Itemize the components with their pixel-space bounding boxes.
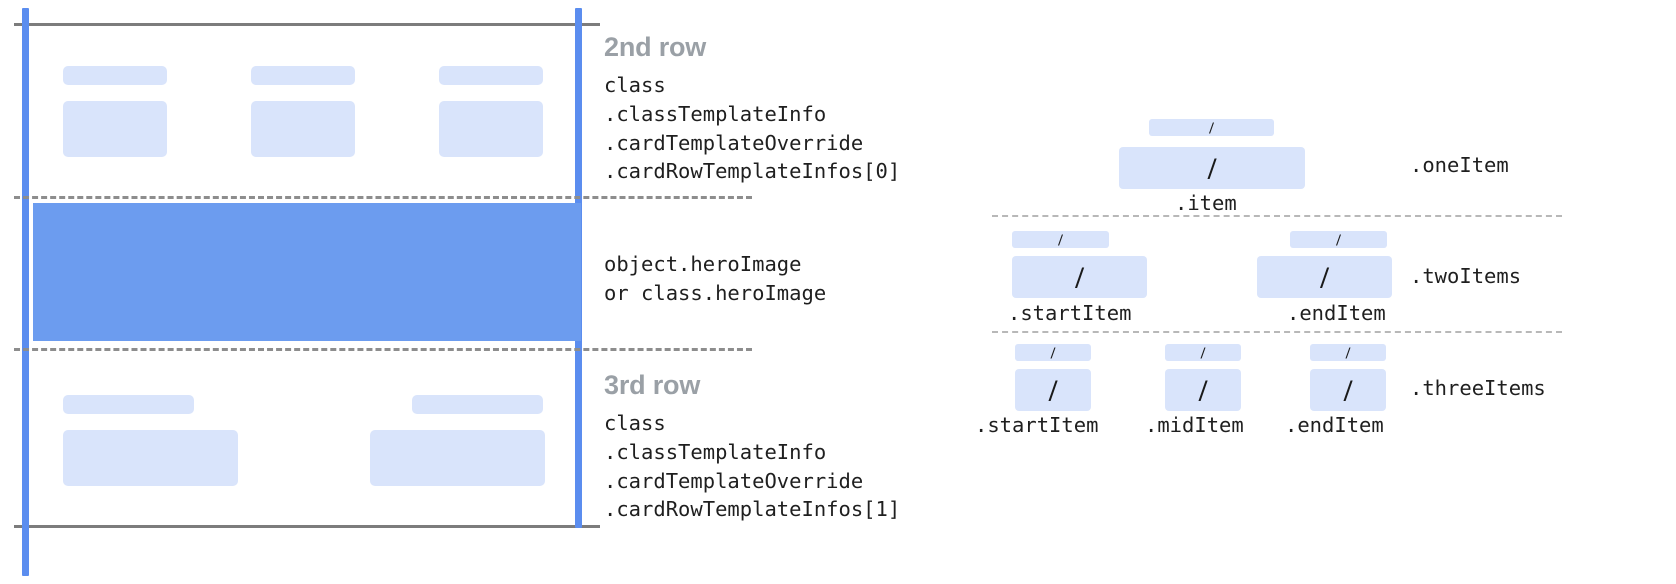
two-items-start-caption: .startItem: [1008, 301, 1132, 325]
three-items-end-box: /: [1310, 369, 1386, 411]
slash-glyph: /: [1198, 372, 1208, 408]
three-items-group-label: .threeItems: [1410, 376, 1546, 400]
code-line: .classTemplateInfo: [604, 101, 827, 126]
slash-glyph: /: [1209, 118, 1214, 137]
third-row-label-2: [412, 395, 543, 414]
three-items-mid-box: /: [1165, 369, 1241, 411]
two-items-end-label-chip: /: [1290, 231, 1387, 248]
card-template-frame: [0, 0, 752, 584]
second-row-label-1: [63, 66, 167, 85]
two-items-group-label: .twoItems: [1410, 264, 1522, 288]
second-row-box-1: [63, 101, 167, 157]
slash-glyph: /: [1058, 230, 1063, 249]
code-line: class: [604, 411, 666, 435]
third-row-code: class .classTemplateInfo .cardTemplateOver…: [604, 409, 900, 524]
code-line: .classTemplateInfo: [604, 439, 827, 464]
slash-glyph: /: [1050, 343, 1056, 362]
two-items-end-caption: .endItem: [1287, 301, 1386, 325]
third-row-box-1: [63, 430, 238, 486]
slash-glyph: /: [1207, 150, 1217, 186]
code-line: class: [604, 73, 666, 97]
code-line: .cardRowTemplateInfos[1]: [604, 497, 901, 522]
third-row-label-1: [63, 395, 194, 414]
second-row-code: class .classTemplateInfo .cardTemplateOver…: [604, 71, 900, 186]
three-items-start-label-chip: /: [1015, 344, 1091, 361]
code-line: .cardTemplateOverride: [604, 130, 864, 155]
slash-glyph: /: [1343, 372, 1353, 408]
second-row-heading: 2nd row: [604, 32, 707, 62]
slash-glyph: /: [1320, 259, 1329, 295]
row-separator-lower: [14, 348, 752, 351]
hero-image-band: [33, 203, 581, 341]
slash-glyph: /: [1075, 259, 1084, 295]
second-row-label-3: [439, 66, 543, 85]
slash-glyph: /: [1048, 372, 1058, 408]
third-row-heading: 3rd row: [604, 370, 701, 400]
two-items-start-box: /: [1012, 256, 1147, 298]
slash-glyph: /: [1345, 343, 1351, 362]
three-items-start-box: /: [1015, 369, 1091, 411]
third-row-box-2: [370, 430, 545, 486]
two-items-start-label-chip: /: [1012, 231, 1109, 248]
hero-image-code: object.heroImage or class.heroImage: [604, 250, 826, 308]
code-line: .cardRowTemplateInfos[0]: [604, 159, 901, 184]
row-separator-upper: [14, 196, 752, 199]
slash-glyph: /: [1200, 343, 1206, 362]
code-line: object.heroImage: [604, 252, 802, 276]
one-item-box: /: [1119, 147, 1305, 189]
variant-separator-2: [992, 331, 1562, 333]
code-line: .cardTemplateOverride: [604, 468, 864, 493]
card-left-rail: [22, 8, 29, 576]
three-items-mid-caption: .midItem: [1145, 413, 1244, 437]
second-row-box-3: [439, 101, 543, 157]
second-row-label-2: [251, 66, 355, 85]
one-item-caption: .item: [1175, 191, 1237, 215]
card-top-rule: [14, 23, 600, 26]
code-line: or class.heroImage: [604, 280, 827, 305]
three-items-end-label-chip: /: [1310, 344, 1386, 361]
two-items-end-box: /: [1257, 256, 1392, 298]
card-bottom-rule: [14, 525, 600, 528]
one-item-label-chip: /: [1149, 119, 1274, 136]
slash-glyph: /: [1336, 230, 1341, 249]
three-items-start-caption: .startItem: [975, 413, 1099, 437]
item-variants-pane: / / .item .oneItem / / .startItem / / .e…: [960, 0, 1676, 584]
variant-separator-1: [992, 215, 1562, 217]
second-row-box-2: [251, 101, 355, 157]
three-items-end-caption: .endItem: [1285, 413, 1384, 437]
one-item-group-label: .oneItem: [1410, 153, 1509, 177]
three-items-mid-label-chip: /: [1165, 344, 1241, 361]
